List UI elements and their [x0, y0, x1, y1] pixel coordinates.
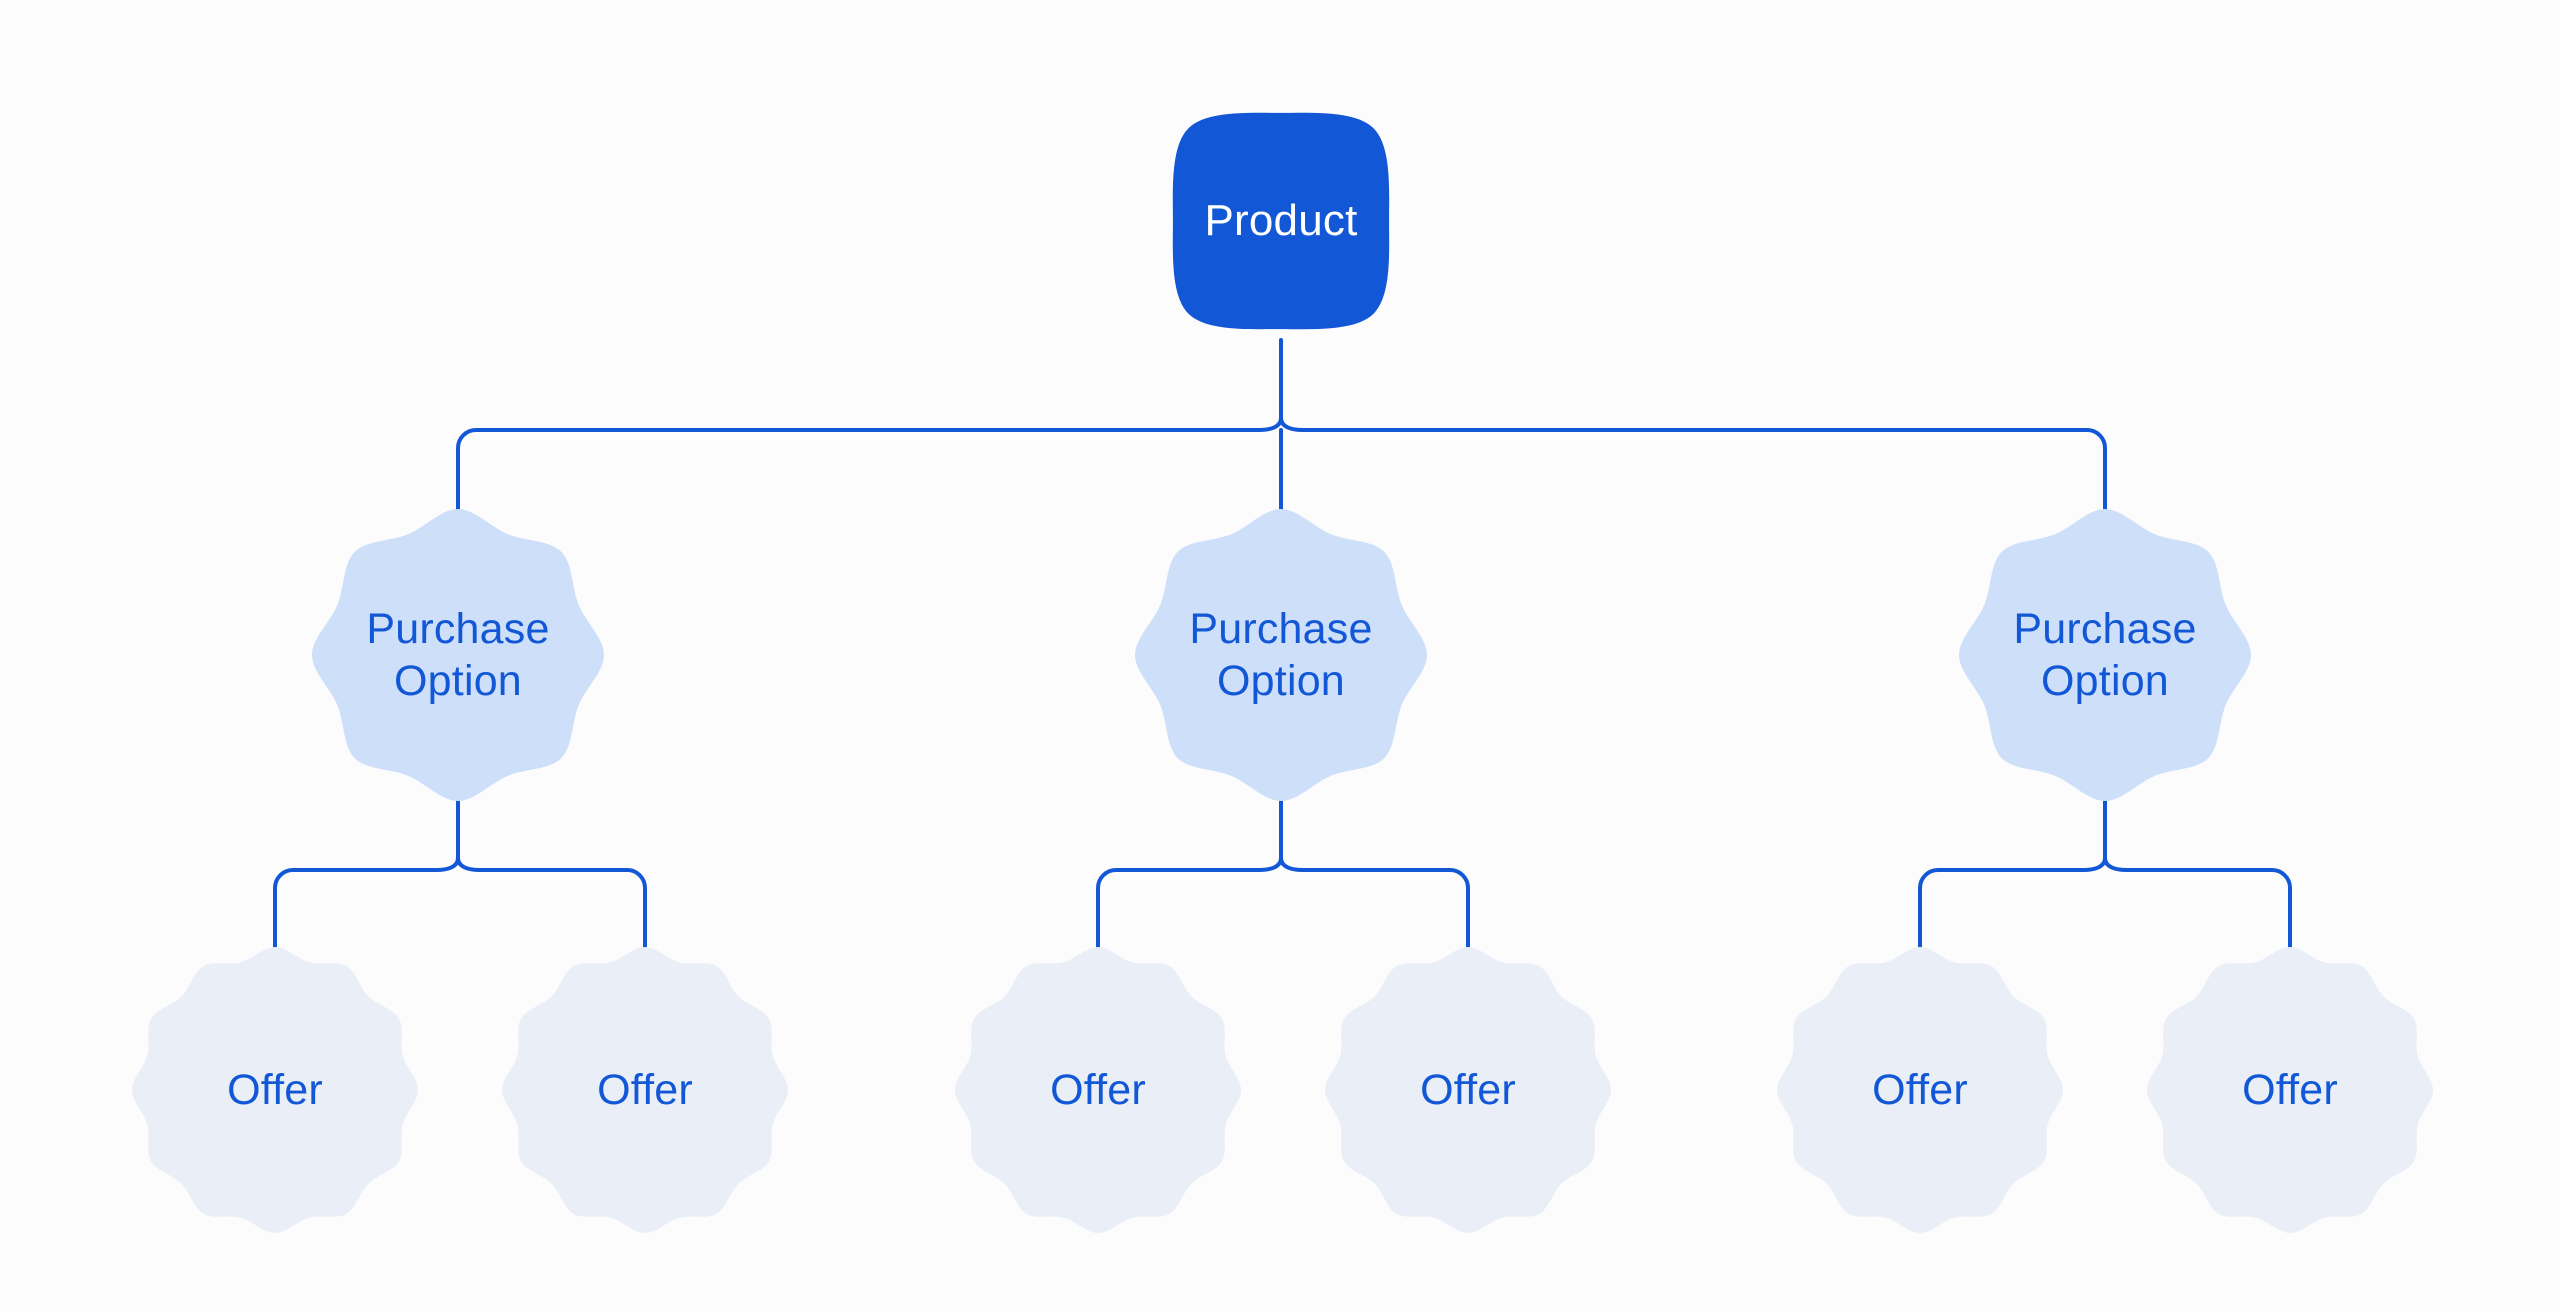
- node-offer-1[interactable]: [132, 947, 418, 1233]
- connector-branch-left: [456, 415, 1283, 522]
- connector-branch-left: [1096, 855, 1283, 957]
- node-offer-4[interactable]: [1325, 947, 1611, 1233]
- node-purchase-option-2[interactable]: [1135, 509, 1427, 801]
- node-purchase-option-3[interactable]: [1959, 509, 2251, 801]
- connector-branch-right: [1279, 415, 2107, 522]
- node-offer-6[interactable]: [2147, 947, 2433, 1233]
- node-product[interactable]: [1172, 112, 1390, 330]
- connector-branch-right: [1279, 855, 1470, 957]
- connector-branch-right: [2103, 855, 2292, 957]
- connector-branch-left: [273, 855, 460, 957]
- connector-branch-right: [456, 855, 647, 957]
- connector-layer: [273, 338, 2292, 957]
- node-offer-3[interactable]: [955, 947, 1241, 1233]
- node-offer-2[interactable]: [502, 947, 788, 1233]
- node-offer-5[interactable]: [1777, 947, 2063, 1233]
- node-purchase-option-1[interactable]: [312, 509, 604, 801]
- connector-branch-left: [1918, 855, 2107, 957]
- node-layer: [132, 112, 2433, 1233]
